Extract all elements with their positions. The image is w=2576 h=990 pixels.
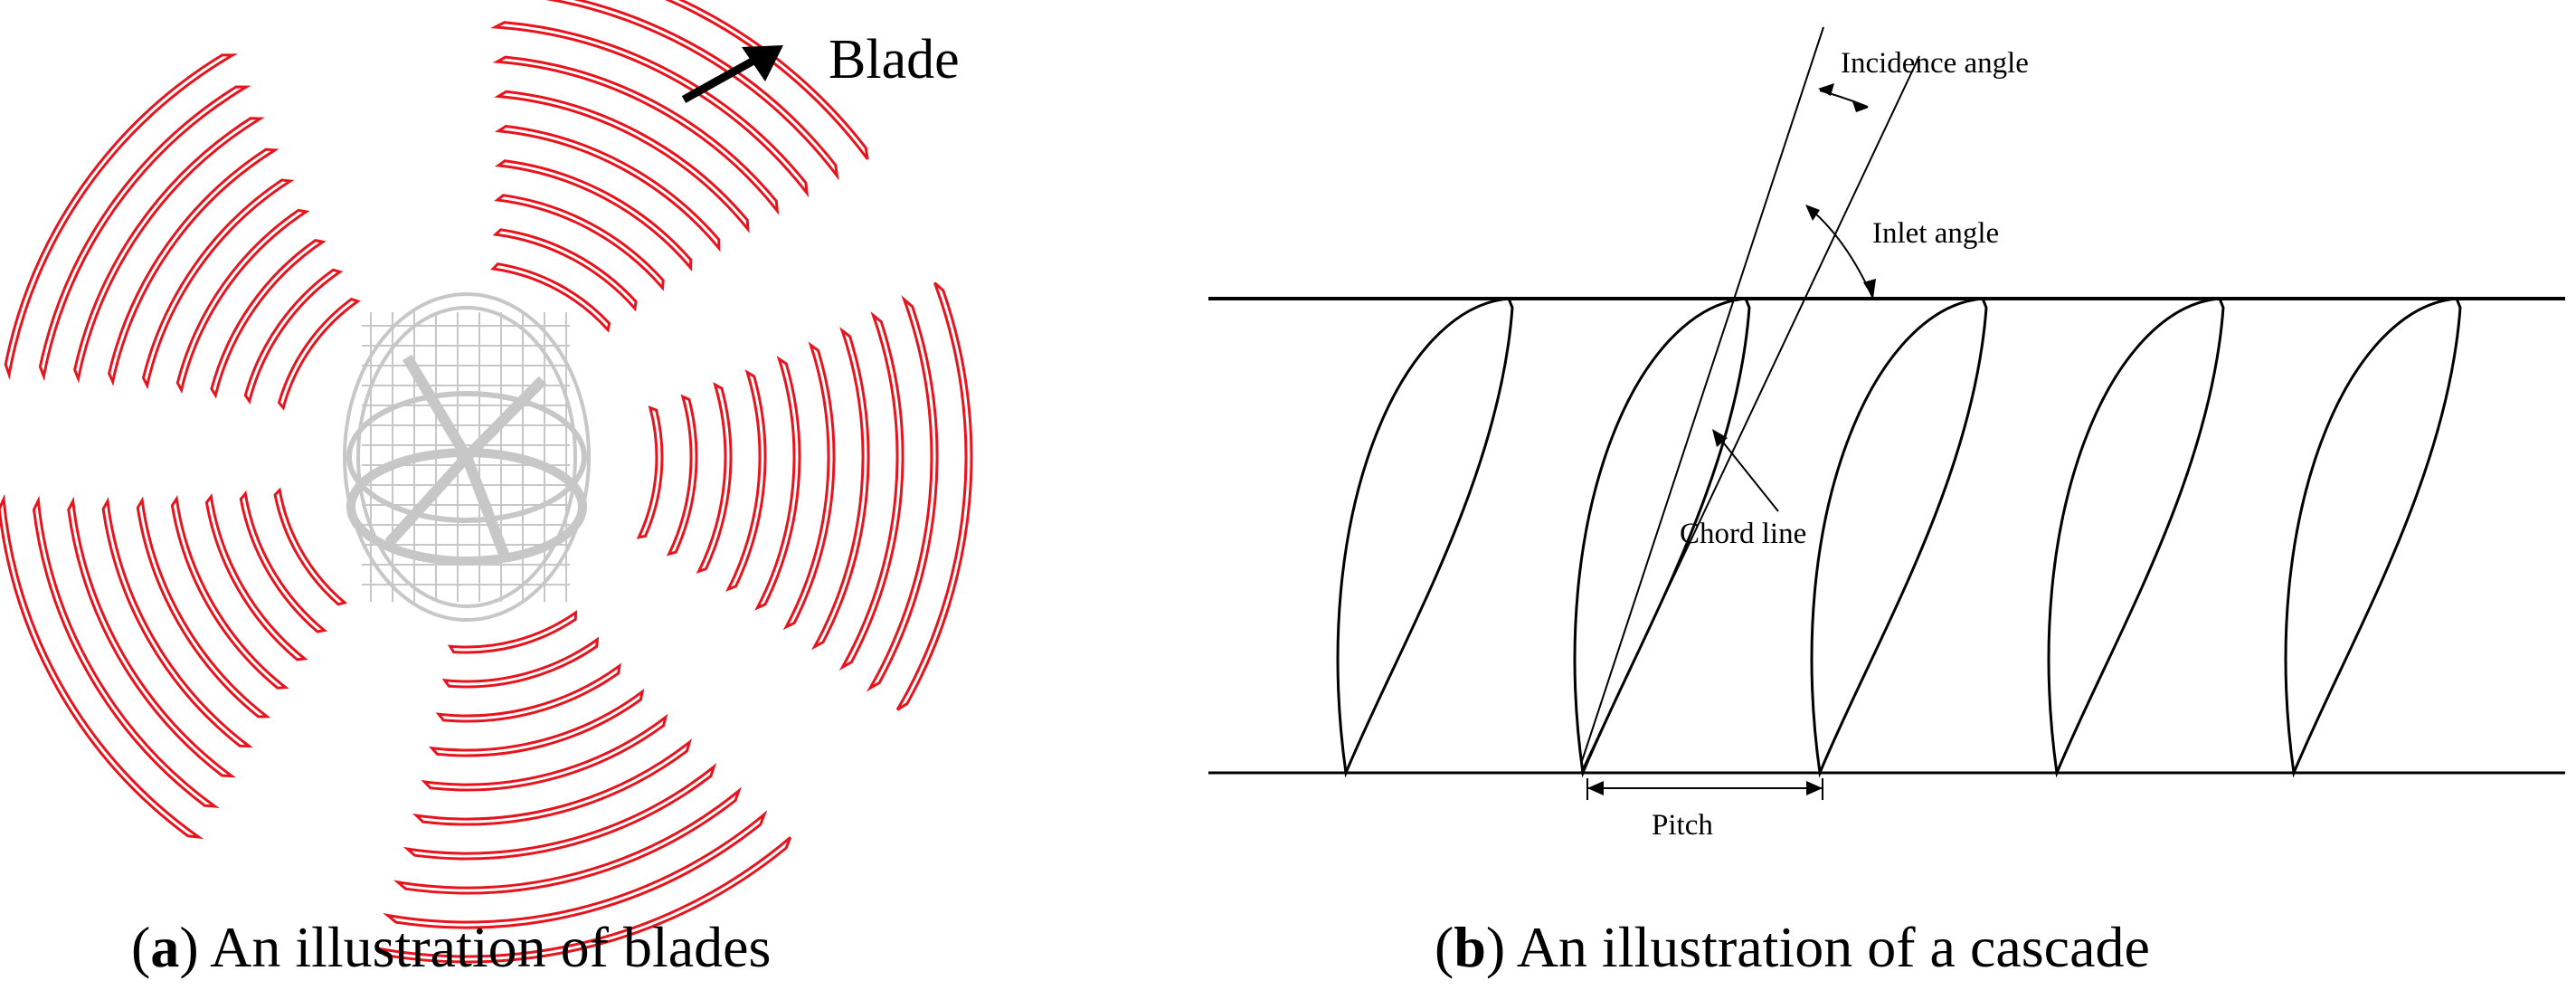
hub-middle-ring [346,391,587,523]
blade-arc [243,268,344,405]
blade-label: Blade [829,29,960,90]
caption-b-letter: b [1454,915,1486,979]
blade-arc [4,53,239,380]
cascade-airfoil [2047,297,2225,778]
incidence-arrowhead-right [1852,101,1869,112]
blade-arc [421,713,668,792]
blade-arc [67,496,236,778]
hub-spoke [384,452,471,547]
chord-line-leader [1716,433,1779,512]
blade-arc [664,0,869,160]
blade-pointer-arrow [681,56,758,103]
hub-mesh [362,312,570,602]
blade-arc [108,148,279,386]
blade-arc [782,341,836,631]
blade-arc [492,228,638,312]
blade-arc [277,297,361,411]
blade-arc [141,178,295,390]
incidence-angle-label: Incidence angle [1841,47,2029,80]
blade-arc [494,90,750,233]
caption-a: (a) An illustration of blades [131,915,771,979]
blade-arc [383,810,768,929]
blade-arc [490,262,611,333]
blade-arc [412,738,693,826]
blade-pointer-arrowhead [742,45,783,81]
blade-array [0,0,973,964]
hub-assembly [343,292,591,622]
blade-arc [136,496,271,719]
caption-a-text: An illustration of blades [210,915,771,979]
inlet-angle-arrowhead-top [1805,205,1820,221]
blade-arc [447,610,578,654]
cascade-airfoil [1336,297,1514,778]
blade-arc [895,281,973,711]
blade-arc [838,311,904,671]
inlet-angle-arrowhead-bottom [1863,279,1876,299]
blade-arc [494,194,665,291]
cascade-airfoil [1810,297,1988,778]
blade-arc [239,490,328,633]
pitch-label: Pitch [1652,809,1713,842]
blade-arc [170,495,289,690]
hub-spoke [402,354,472,461]
chord-line-leader-arrowhead [1712,429,1728,447]
blade-arc [204,493,308,662]
blade-arc [402,763,717,861]
blade-arc [545,0,839,181]
hub-outer-ring [343,292,591,622]
blade-arc [175,208,310,395]
blade-arc [696,382,733,574]
blade-arc [375,836,792,964]
blade-arc [435,662,621,723]
blade-arc [393,786,742,895]
blade-arc [666,394,698,557]
blade-arc [32,495,220,809]
incidence-arrowhead-left [1818,83,1834,96]
cascade-blades [1336,297,2462,778]
blade-arc [494,159,693,271]
cascade-airfoil [2284,297,2462,778]
inlet-angle-label: Inlet angle [1872,217,1999,250]
caption-b: (b) An illustration of a cascade [1435,915,2150,979]
caption-b-text: An illustration of a cascade [1517,915,2150,979]
blade-arc [866,295,939,692]
inlet-angle-arc [1806,205,1873,298]
blade-arc [725,369,767,592]
blade-arc [441,636,600,689]
blade-arc [490,21,810,198]
blade-arc [492,55,780,215]
pitch-arrowhead-right [1806,781,1823,795]
hub-spoke [461,454,512,564]
panel-b: Incidence angle Inlet angle Chord line P… [1208,26,2565,979]
chord-direction-line [1580,55,1920,774]
blade-arc [810,327,870,651]
hub-spoke [462,376,547,462]
inflow-direction-line [1580,26,1824,765]
blade-arc [73,117,265,384]
chord-line-label: Chord line [1680,518,1806,550]
blade-arc [273,487,348,606]
blade-arc [636,405,664,539]
blade-arc [38,85,251,382]
panel-a: Blade (a) An illustration of blades [0,0,973,979]
hub-inner-ring [356,306,577,608]
blade-arc [101,496,253,748]
blade-arc [0,493,204,840]
blade-arc [210,238,327,399]
cascade-airfoil [1573,297,1751,778]
blade-arc [494,124,721,252]
pitch-arrowhead-left [1587,781,1604,795]
blade-arc [754,356,801,611]
blade-arc [428,688,645,757]
caption-a-letter: a [150,915,179,979]
